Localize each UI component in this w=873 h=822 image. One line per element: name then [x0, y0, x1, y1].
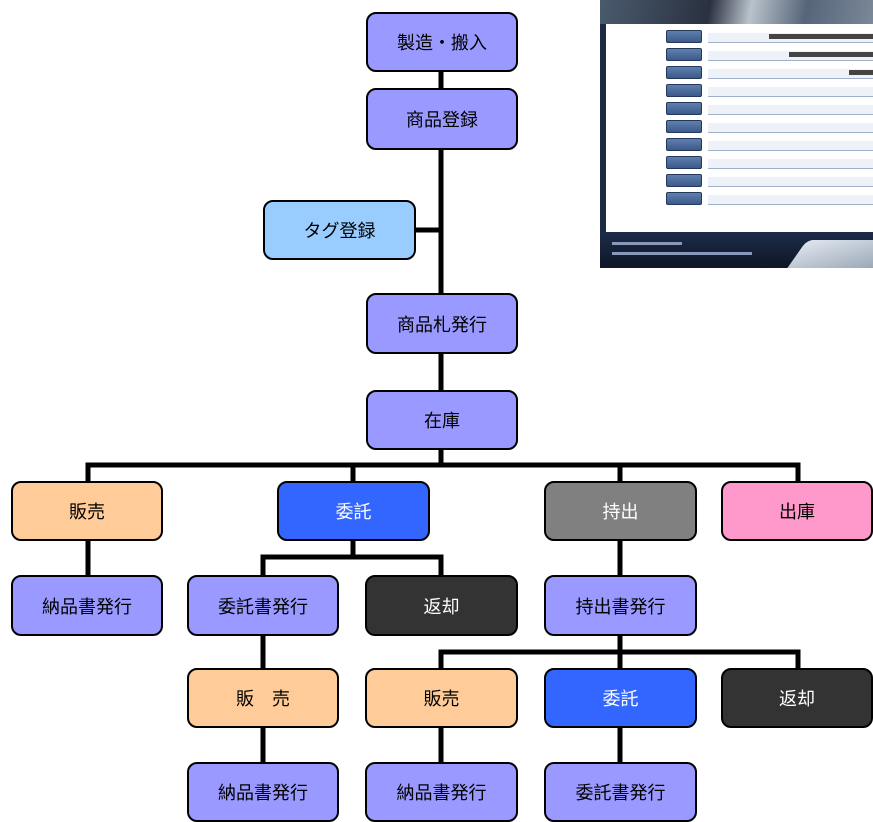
node-delivery-note-2: 納品書発行 — [187, 762, 339, 822]
thumbnail-menu-row — [666, 30, 873, 44]
thumbnail-header-graphic — [600, 0, 873, 24]
thumbnail-menu-button — [666, 84, 702, 97]
node-product-registration: 商品登録 — [366, 88, 518, 150]
thumbnail-menu-button — [666, 66, 702, 79]
thumbnail-menu-button — [666, 156, 702, 169]
thumbnail-menu-row — [666, 66, 873, 80]
node-tag-registration: タグ登録 — [263, 200, 416, 260]
node-consignment-2: 委託 — [544, 668, 697, 728]
node-consignment-doc: 委託書発行 — [187, 575, 339, 636]
thumbnail-menu-row — [666, 138, 873, 152]
node-carry-out: 持出 — [544, 481, 697, 541]
thumbnail-menu-button — [666, 30, 702, 43]
thumbnail-menu-row — [666, 156, 873, 170]
thumbnail-menu-row — [666, 48, 873, 62]
node-delivery-note-3: 納品書発行 — [365, 762, 518, 822]
thumbnail-menu-button — [666, 174, 702, 187]
node-delivery-note: 納品書発行 — [11, 575, 163, 636]
node-price-tag-issue: 商品札発行 — [366, 293, 518, 354]
node-shipment: 出庫 — [721, 481, 873, 541]
node-sales-3: 販売 — [365, 668, 518, 728]
thumbnail-menu-button — [666, 120, 702, 133]
thumbnail-menu-button — [666, 138, 702, 151]
node-return-2: 返却 — [721, 668, 873, 728]
node-return: 返却 — [365, 575, 518, 636]
node-consignment-doc-2: 委託書発行 — [544, 762, 697, 822]
node-consignment: 委託 — [277, 481, 430, 541]
thumbnail-menu-row — [666, 192, 873, 206]
thumbnail-menu-row — [666, 102, 873, 116]
node-manufacture: 製造・搬入 — [366, 12, 518, 72]
thumbnail-menu-panel — [600, 24, 873, 232]
thumbnail-menu-row — [666, 174, 873, 188]
thumbnail-menu-row — [666, 84, 873, 98]
node-inventory: 在庫 — [366, 390, 518, 450]
thumbnail-footer — [600, 232, 873, 268]
node-sales: 販売 — [11, 481, 163, 541]
node-carry-out-doc: 持出書発行 — [544, 575, 697, 636]
thumbnail-menu-button — [666, 102, 702, 115]
thumbnail-swoosh-graphic — [778, 240, 873, 268]
node-sales-2: 販 売 — [187, 668, 339, 728]
thumbnail-menu-row — [666, 120, 873, 134]
thumbnail-menu-button — [666, 48, 702, 61]
thumbnail-menu-button — [666, 192, 702, 205]
app-screenshot-thumbnail — [600, 0, 873, 268]
